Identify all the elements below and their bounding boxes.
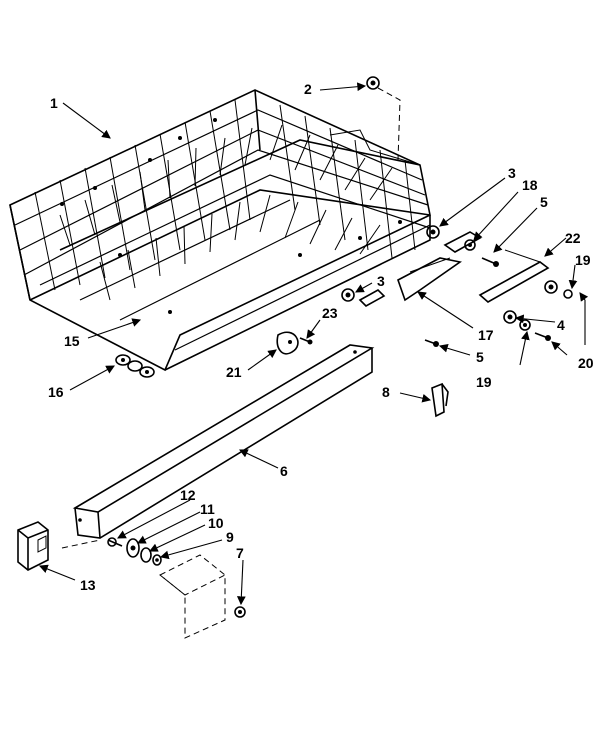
- callout-8: 8: [382, 384, 390, 400]
- callout-4: 4: [557, 317, 565, 333]
- front-wheel-assembly: [17, 521, 246, 639]
- callout-12: 12: [180, 487, 196, 503]
- part-8-clip: [431, 382, 449, 418]
- callout-20: 20: [578, 355, 594, 371]
- callout-11: 11: [200, 501, 215, 517]
- part-2-nut: [366, 76, 401, 161]
- callout-6: 6: [280, 463, 288, 479]
- part-6-rail: [72, 344, 375, 539]
- callout-1: 1: [50, 95, 58, 111]
- dish-rack: [9, 89, 431, 372]
- callout-19-lower: 19: [476, 374, 492, 390]
- callout-16: 16: [48, 384, 64, 400]
- callout-3-upper: 3: [508, 165, 516, 181]
- callout-22: 22: [565, 230, 581, 246]
- callout-13: 13: [80, 577, 96, 593]
- callout-17: 17: [478, 327, 494, 343]
- callout-5-upper: 5: [540, 194, 548, 210]
- part-16-rollers: [115, 354, 155, 378]
- callout-15: 15: [64, 333, 80, 349]
- right-hardware: [276, 225, 573, 355]
- callout-7: 7: [236, 545, 244, 561]
- callout-10: 10: [208, 515, 224, 531]
- callout-19-upper: 19: [575, 252, 591, 268]
- callout-23: 23: [322, 305, 338, 321]
- leader-lines: [38, 82, 589, 606]
- callout-21: 21: [226, 364, 242, 380]
- callout-3-lower: 3: [377, 273, 385, 289]
- callout-18: 18: [522, 177, 538, 193]
- callout-5-lower: 5: [476, 349, 484, 365]
- callout-labels: 1 2 3 18 5 22 19 4 20 17 3 5 19 23 21 15…: [48, 81, 594, 593]
- callout-9: 9: [226, 529, 234, 545]
- callout-2: 2: [304, 81, 312, 97]
